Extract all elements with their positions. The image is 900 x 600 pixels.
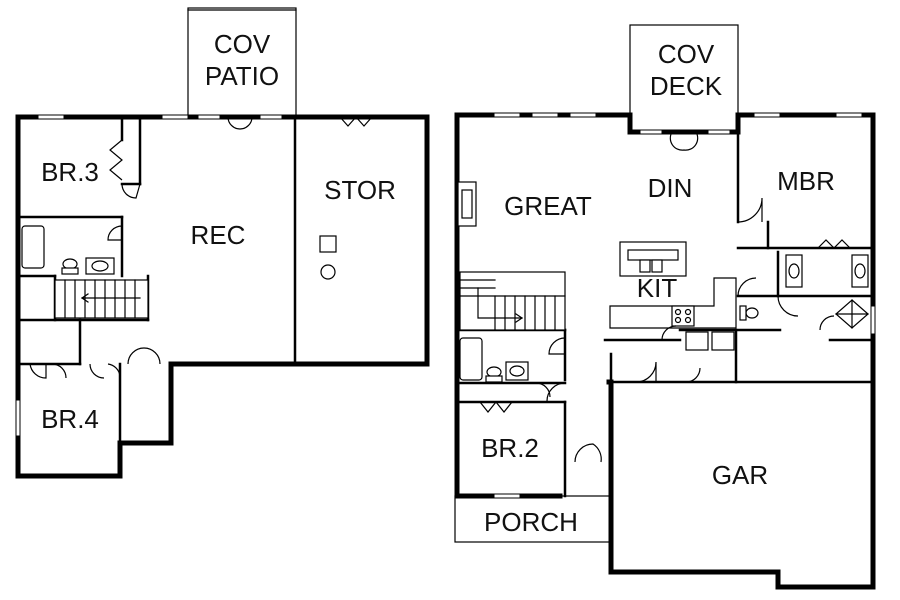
- stor-water-heater: [319, 235, 337, 253]
- label-din: DIN: [648, 173, 693, 203]
- lower-doors: [29, 116, 373, 379]
- label-gar: GAR: [712, 460, 768, 490]
- porch-outline: [454, 495, 612, 543]
- label-stor: STOR: [324, 175, 396, 205]
- main-interior-walls: [455, 113, 875, 498]
- lower-exterior-wall: [15, 114, 430, 479]
- hall-bath-fixtures: [459, 337, 529, 383]
- lower-bath-fixtures: [21, 225, 115, 275]
- main-doors: [479, 131, 851, 463]
- label-cov-deck-1: COV: [658, 39, 715, 69]
- stor-floor-drain: [320, 264, 336, 280]
- label-porch: PORCH: [484, 507, 578, 537]
- main-level-plan: COV DECK GREAT DIN MBR KIT BR.2 PORCH GA…: [454, 24, 876, 590]
- label-br2: BR.2: [481, 433, 539, 463]
- fireplace: [457, 181, 477, 227]
- label-cov-patio-1: COV: [214, 29, 271, 59]
- label-kit: KIT: [637, 273, 678, 303]
- main-stairs: [459, 271, 566, 331]
- label-mbr: MBR: [777, 166, 835, 196]
- label-cov-deck-2: DECK: [650, 71, 723, 101]
- label-great: GREAT: [504, 191, 592, 221]
- lower-stairs: [54, 279, 149, 319]
- main-windows: [493, 112, 876, 499]
- lower-windows: [15, 114, 283, 437]
- kitchen-fixtures: [609, 241, 737, 351]
- label-rec: REC: [191, 220, 246, 250]
- master-bath-fixtures: [739, 254, 869, 329]
- label-br4: BR.4: [41, 404, 99, 434]
- lower-level-plan: COV PATIO BR.3 REC STOR BR.4: [15, 7, 430, 479]
- label-cov-patio-2: PATIO: [205, 61, 279, 91]
- label-br3: BR.3: [41, 157, 99, 187]
